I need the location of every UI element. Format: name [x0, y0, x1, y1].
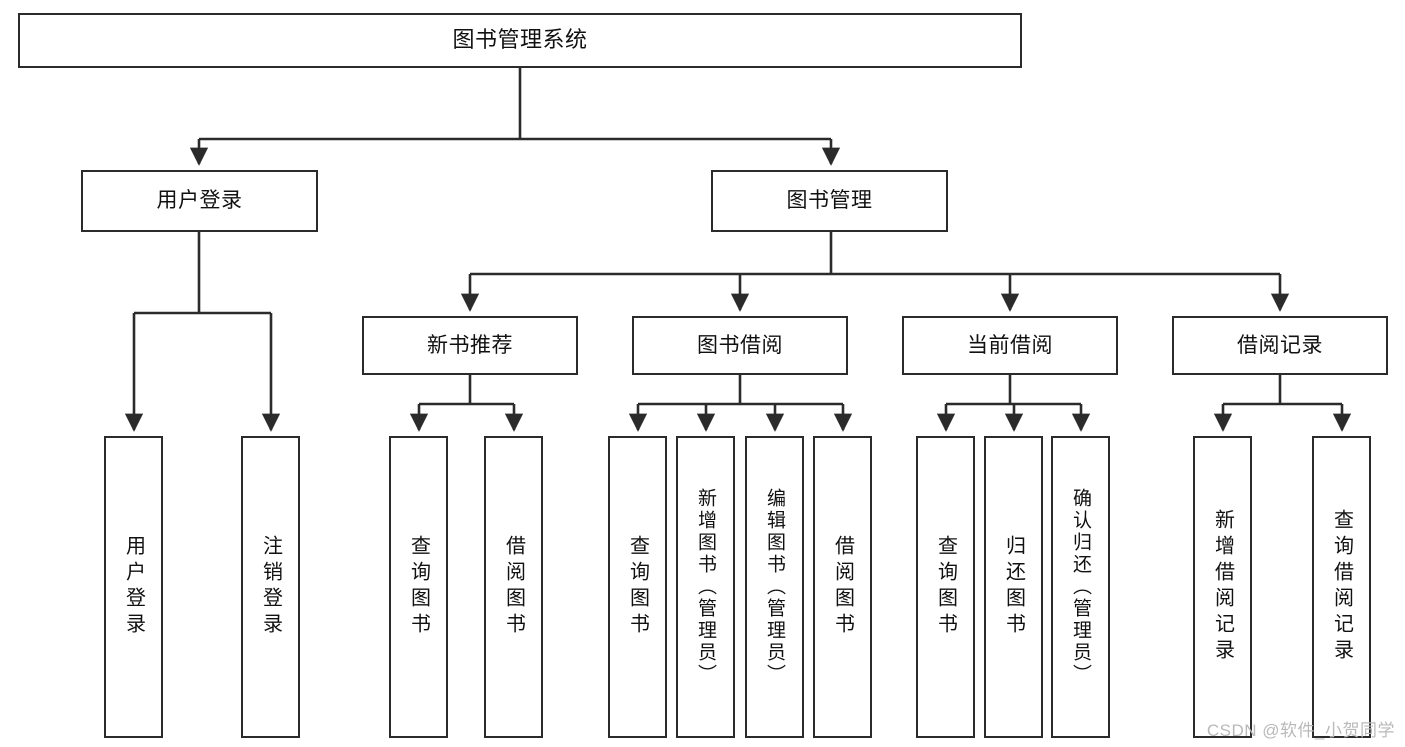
node-book-borrow[interactable]: 图书借阅 [632, 316, 848, 375]
node-current-borrow[interactable]: 当前借阅 [902, 316, 1118, 375]
leaf-borrow-query-book[interactable]: 查询图书 [608, 436, 667, 738]
leaf-user-login-logout[interactable]: 注销登录 [241, 436, 300, 738]
leaf-borrow-add-book-admin[interactable]: 新增图书（管理员） [676, 436, 735, 738]
leaf-recommend-query-book[interactable]: 查询图书 [389, 436, 448, 738]
leaf-current-confirm-return-admin[interactable]: 确认归还（管理员） [1051, 436, 1110, 738]
leaf-borrow-borrow-book[interactable]: 借阅图书 [813, 436, 872, 738]
node-book-management[interactable]: 图书管理 [711, 170, 948, 232]
node-user-login[interactable]: 用户登录 [81, 170, 318, 232]
leaf-user-login-login[interactable]: 用户登录 [104, 436, 163, 738]
leaf-recommend-borrow-book[interactable]: 借阅图书 [484, 436, 543, 738]
leaf-record-add-borrow-record[interactable]: 新增借阅记录 [1193, 436, 1252, 738]
leaf-record-query-borrow-record[interactable]: 查询借阅记录 [1312, 436, 1371, 738]
node-new-book-recommend[interactable]: 新书推荐 [362, 316, 578, 375]
leaf-current-return-book[interactable]: 归还图书 [984, 436, 1043, 738]
node-borrow-record[interactable]: 借阅记录 [1172, 316, 1388, 375]
node-root-book-management-system[interactable]: 图书管理系统 [18, 13, 1022, 68]
leaf-borrow-edit-book-admin[interactable]: 编辑图书（管理员） [745, 436, 804, 738]
leaf-current-query-book[interactable]: 查询图书 [916, 436, 975, 738]
